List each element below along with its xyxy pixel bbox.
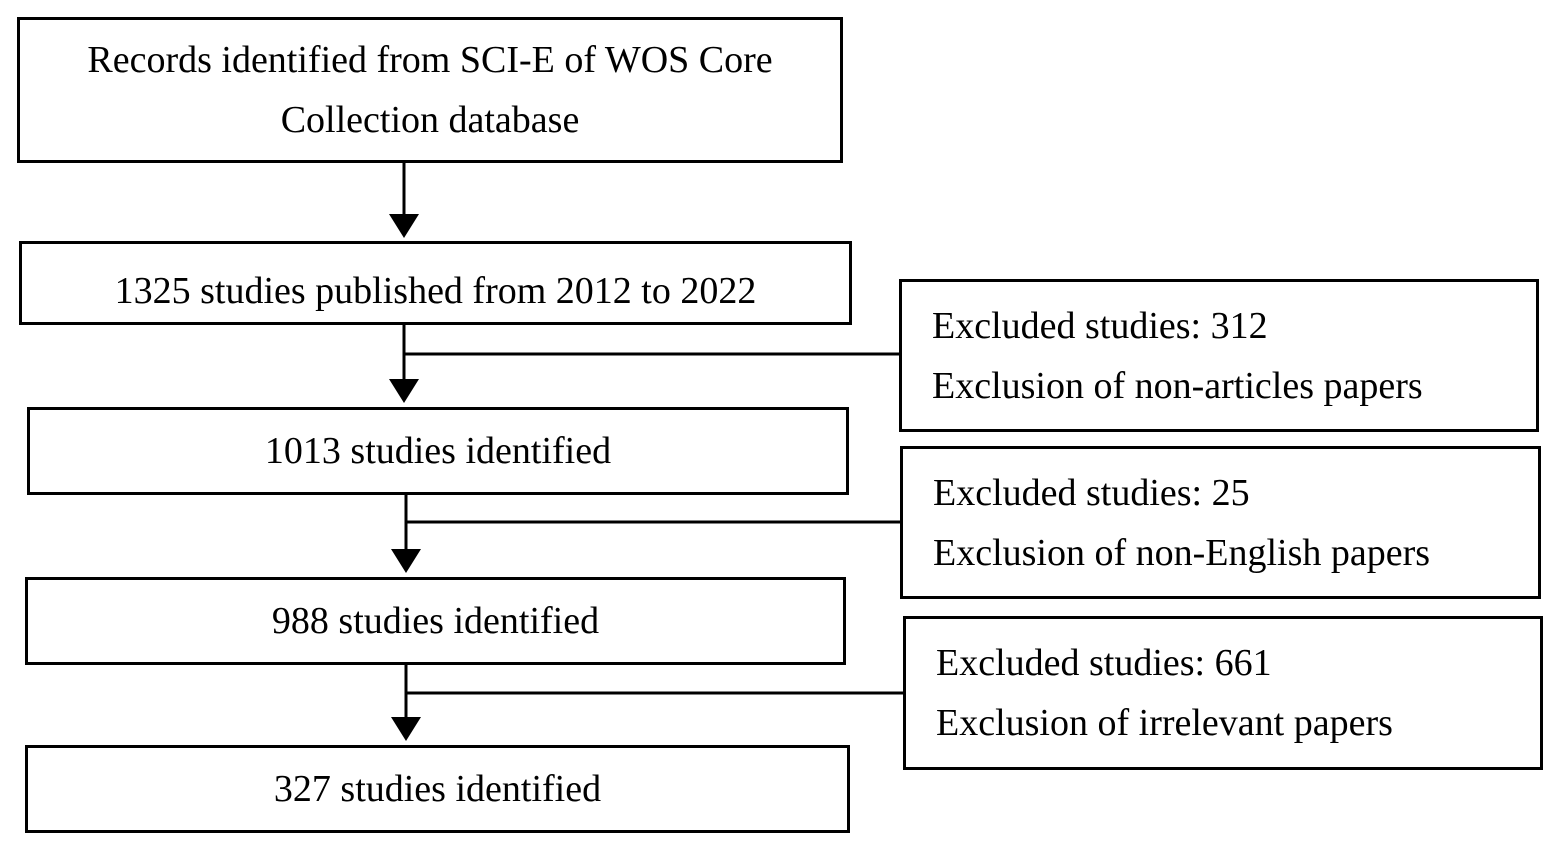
exclusion-count-25: Excluded studies: 25 — [933, 471, 1250, 514]
records-identified-line-2: Collection database — [280, 99, 580, 141]
exclusion-reason-irrelevant: Exclusion of irrelevant papers — [936, 702, 1393, 744]
exclusion-reason-non-english: Exclusion of non-English papers — [933, 531, 1431, 574]
exclusion-count-312: Excluded studies: 312 — [932, 304, 1268, 347]
exclusion-box-312: Excluded studies: 312 Exclusion of non-a… — [899, 279, 1539, 432]
studies-published-text: 1325 studies published from 2012 to 2022 — [114, 270, 757, 312]
records-identified-box: Records identified from SCI-E of WOS Cor… — [17, 17, 843, 163]
exclusion-box-25: Excluded studies: 25 Exclusion of non-En… — [900, 446, 1541, 599]
studies-988-box: 988 studies identified — [25, 577, 846, 665]
exclusion-box-661: Excluded studies: 661 Exclusion of irrel… — [903, 616, 1543, 770]
studies-988-text: 988 studies identified — [271, 600, 600, 642]
studies-1013-text: 1013 studies identified — [264, 430, 612, 472]
studies-1013-box: 1013 studies identified — [27, 407, 849, 495]
exclusion-reason-non-articles: Exclusion of non-articles papers — [932, 364, 1423, 407]
records-identified-line-1: Records identified from SCI-E of WOS Cor… — [87, 39, 773, 81]
studies-327-box: 327 studies identified — [25, 745, 850, 833]
exclusion-count-661: Excluded studies: 661 — [936, 642, 1272, 684]
studies-published-box: 1325 studies published from 2012 to 2022 — [19, 241, 852, 325]
studies-327-text: 327 studies identified — [273, 768, 602, 810]
